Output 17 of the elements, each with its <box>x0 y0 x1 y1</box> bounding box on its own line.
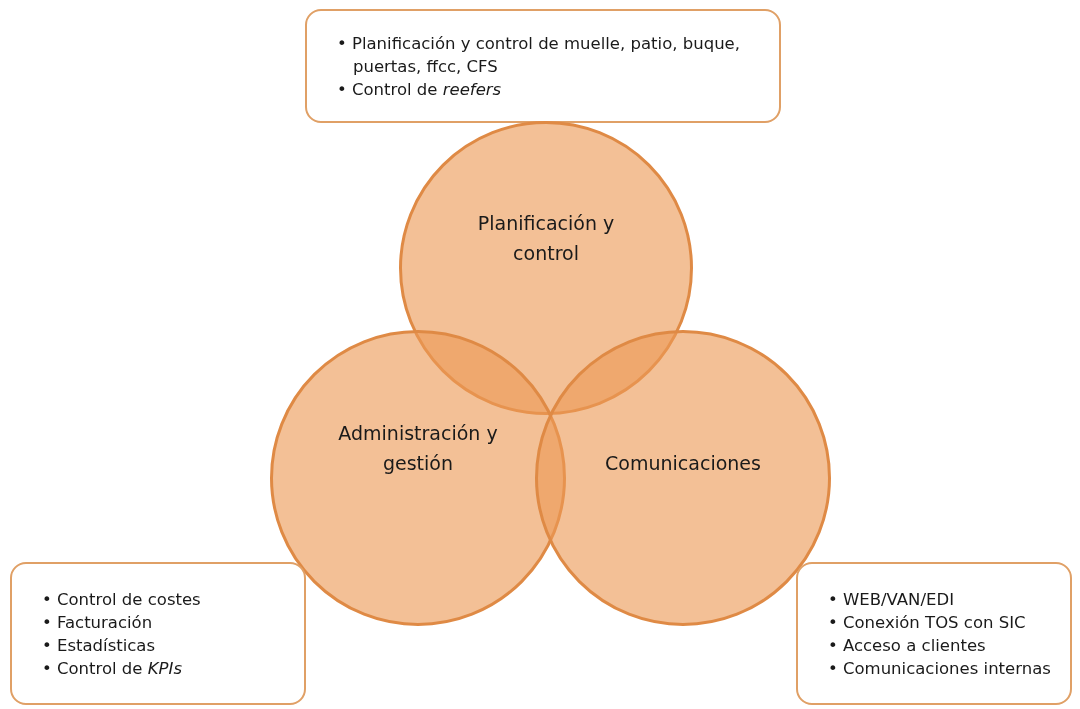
circle-shape <box>535 330 831 626</box>
bullet-item: • Acceso a clientes <box>828 634 987 657</box>
bullet-item: • Control de reefers <box>337 78 503 101</box>
bullet-item: • Control de costes <box>42 588 201 611</box>
bullet-item: • Estadísticas <box>42 634 157 657</box>
bullet-item: • Conexión TOS con SIC <box>828 611 1027 634</box>
bullet-list-box <box>305 9 781 123</box>
circle-shape <box>399 121 693 415</box>
circle-label: Comunicaciones <box>604 451 762 476</box>
bullet-item: • WEB/VAN/EDI <box>828 588 955 611</box>
circle-label: Planificación y control <box>476 211 616 266</box>
circle-label: Administración y gestión <box>337 421 499 476</box>
bullet-item: • Comunicaciones internas <box>828 657 1051 680</box>
bullet-item: • Facturación <box>42 611 154 634</box>
bullet-item: • Control de KPIs <box>42 657 183 680</box>
bullet-list-box <box>10 562 306 705</box>
bullet-list-box <box>796 562 1072 705</box>
